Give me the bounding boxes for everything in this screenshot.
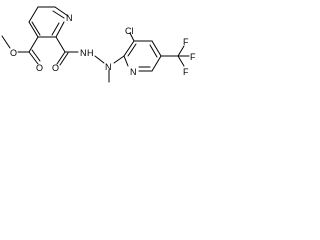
atom-label-o: O (52, 63, 59, 73)
atom-label-h: H (87, 48, 94, 58)
bond (52, 10, 65, 19)
bond (1, 35, 11, 49)
bond (54, 6, 69, 17)
atom-label-f: F (190, 52, 196, 62)
bond (151, 55, 162, 72)
bond (31, 21, 41, 36)
pyridine-ring-left (28, 6, 69, 38)
methyl-ester-group (1, 35, 41, 65)
atom-label-f: F (183, 37, 189, 47)
bond (123, 55, 129, 67)
bond (129, 32, 135, 42)
bond (28, 36, 39, 53)
atom-label-n: N (130, 67, 137, 77)
atom-label-n: N (66, 13, 73, 23)
pyridine-ring-right (123, 32, 162, 72)
bond (55, 36, 66, 53)
bond (127, 43, 137, 57)
bond (59, 52, 69, 66)
atom-label-f: F (183, 67, 189, 77)
bond (177, 45, 185, 57)
bond (28, 51, 39, 65)
atom-label-o: O (36, 63, 43, 73)
bond (28, 21, 39, 38)
atom-label-o: O (10, 48, 17, 58)
trifluoromethyl-group (160, 45, 190, 67)
atom-label-cl: Cl (125, 26, 134, 36)
bond (56, 51, 66, 65)
bond (51, 22, 60, 36)
bond (28, 6, 39, 23)
bond (123, 40, 135, 57)
bond (94, 55, 105, 64)
atom-label-n: N (80, 48, 87, 58)
molecule-drawing: N O O O N H N Cl N F F F (1, 6, 196, 83)
hydrazide-linker (55, 36, 125, 83)
structure-diagram: N O O O N H N Cl N F F F (0, 0, 202, 102)
bond (55, 21, 65, 38)
bond (149, 44, 158, 58)
bond (151, 40, 162, 57)
bond (113, 55, 125, 64)
atom-label-n: N (105, 62, 112, 72)
bond (177, 55, 185, 67)
bond (31, 49, 41, 62)
